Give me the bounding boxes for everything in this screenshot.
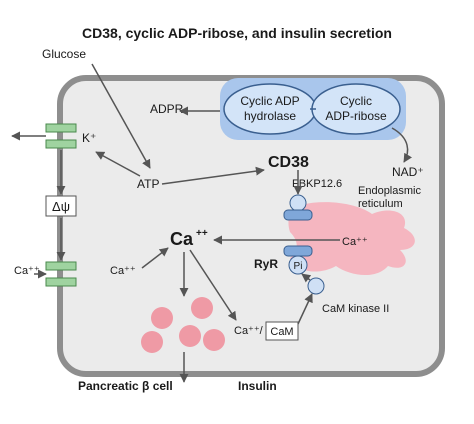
- atp-to-k-channel-arrow: [95, 151, 141, 177]
- adpr-label: ADPR: [150, 102, 184, 116]
- ca-channel-to-ca-arrow: [141, 247, 169, 269]
- hydrolase-label-line1: Cyclic ADP: [240, 94, 299, 108]
- hydrolase-label-line2: hydrolase: [244, 109, 296, 123]
- atp-label: ATP: [137, 177, 159, 191]
- ca-to-cam-arrow: [189, 249, 237, 321]
- insulin-granule: [179, 325, 201, 347]
- cam-kinase-label: CaM kinase II: [322, 303, 389, 315]
- insulin-label: Insulin: [238, 379, 277, 393]
- ryr-upper-protein: [283, 209, 313, 221]
- fkbp-protein: [289, 194, 307, 212]
- cd38-label: CD38: [268, 154, 309, 171]
- insulin-granule: [191, 297, 213, 319]
- delta-psi-label: Δψ: [52, 199, 70, 214]
- ryr-label: RyR: [254, 257, 278, 271]
- cam-box: [265, 321, 299, 341]
- atp-to-cd38-arrow: [161, 166, 265, 185]
- kinase-to-pi-arrow: [301, 273, 312, 283]
- ca-center-superscript: ++: [196, 228, 208, 239]
- glucose-label: Glucose: [42, 47, 86, 61]
- er-label-line2: reticulum: [358, 198, 403, 210]
- cam-label: CaM: [270, 326, 293, 338]
- insulin-granule: [151, 307, 173, 329]
- er-label-line1: Endoplasmic: [358, 185, 421, 197]
- cam-kinase-protein: [307, 277, 325, 295]
- nad-plus-label: NAD⁺: [392, 165, 424, 179]
- ca-channel-top: [45, 261, 77, 271]
- ca-channel-bottom: [45, 277, 77, 287]
- ca-er-label: Ca⁺⁺: [342, 236, 368, 248]
- fkbp-label: FBKP12.6: [292, 178, 342, 190]
- cam-to-kinase-arrow: [297, 293, 313, 325]
- pi-label: Pi: [294, 261, 303, 272]
- ribose-label-line1: Cyclic: [340, 94, 372, 108]
- ribose-to-nad-arrow: [391, 127, 413, 163]
- insulin-granule: [141, 331, 163, 353]
- k-channel-top: [45, 123, 77, 133]
- diagram-title: CD38, cyclic ADP-ribose, and insulin sec…: [82, 25, 392, 41]
- endoplasmic-reticulum: [288, 202, 415, 276]
- ca-outside-label: Ca⁺⁺: [14, 265, 40, 277]
- membrane-potential-box: [45, 195, 77, 217]
- k-channel-bottom: [45, 139, 77, 149]
- ryr-lower-protein: [283, 245, 313, 257]
- phosphate-group: [288, 255, 308, 275]
- ca-center-label: Ca: [170, 229, 194, 249]
- ribose-label-line2: ADP-ribose: [325, 109, 387, 123]
- ca-channel-label: Ca⁺⁺: [110, 265, 136, 277]
- glucose-to-atp-arrow: [91, 63, 151, 169]
- insulin-granule: [203, 329, 225, 351]
- k-plus-label: K⁺: [82, 131, 96, 145]
- pancreatic-beta-cell-label: Pancreatic β cell: [78, 379, 173, 393]
- ca-cam-prefix-label: Ca⁺⁺/: [234, 325, 264, 337]
